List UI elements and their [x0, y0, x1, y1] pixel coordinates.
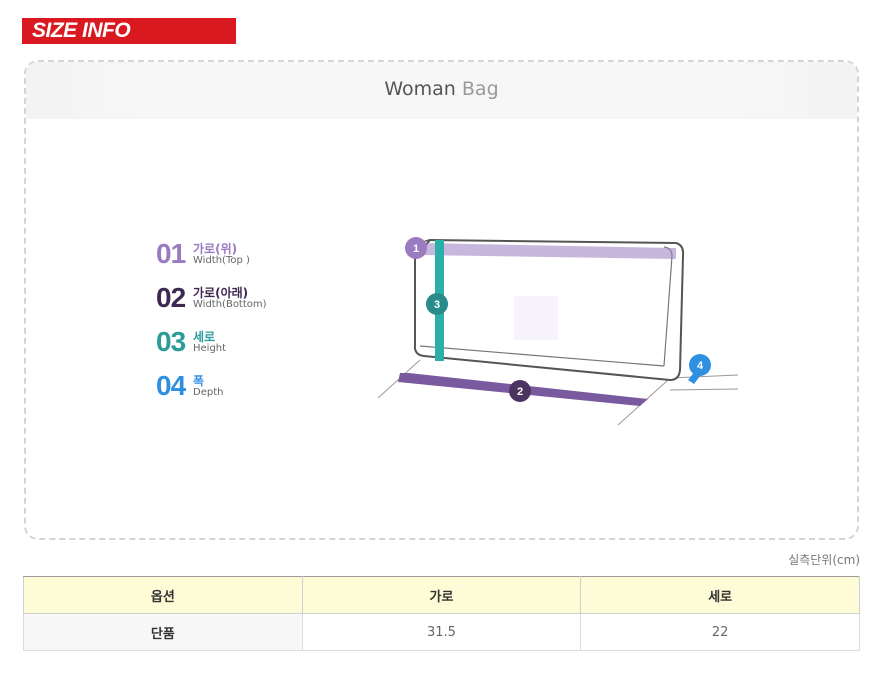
card-title-secondary: Bag [461, 78, 499, 100]
cell-option: 단품 [23, 613, 303, 651]
legend-number: 04 [156, 370, 186, 401]
legend-number: 02 [156, 282, 186, 313]
legend-english-label: Width(Bottom) [193, 299, 267, 310]
legend-english-label: Height [193, 343, 227, 354]
legend-english-label: Depth [193, 387, 224, 398]
legend-korean-label: 세로 [193, 330, 216, 344]
column-header-height: 세로 [580, 576, 860, 614]
legend-item-width-top: 01 가로(위) Width(Top ) [156, 238, 356, 274]
legend-korean-label: 폭 [193, 374, 205, 388]
column-header-width: 가로 [301, 576, 582, 614]
banner-label: SIZE INFO [32, 19, 131, 42]
legend-number: 03 [156, 326, 186, 357]
card-title: Woman Bag [26, 78, 857, 100]
cell-height: 22 [580, 613, 860, 651]
legend-korean-label: 가로(아래) [193, 286, 249, 300]
table-row: 단품 31.5 22 [23, 613, 860, 651]
legend-number: 01 [156, 238, 186, 269]
legend-english-label: Width(Top ) [193, 255, 250, 266]
legend-korean-label: 가로(위) [193, 242, 238, 256]
size-info-banner: SIZE INFO [22, 18, 236, 44]
size-diagram-card: Woman Bag [24, 60, 859, 540]
legend-item-depth: 04 폭 Depth [156, 370, 356, 406]
size-table: 옵션 가로 세로 단품 31.5 22 [23, 576, 860, 651]
legend-item-width-bottom: 02 가로(아래) Width(Bottom) [156, 282, 356, 318]
card-title-primary: Woman [384, 78, 456, 100]
legend-item-height: 03 세로 Height [156, 326, 356, 362]
cell-width: 31.5 [301, 613, 582, 651]
size-table-header-row: 옵션 가로 세로 [23, 576, 860, 614]
unit-note: 실측단위(cm) [788, 553, 860, 567]
card-header: Woman Bag [26, 62, 857, 119]
column-header-option: 옵션 [23, 576, 303, 614]
